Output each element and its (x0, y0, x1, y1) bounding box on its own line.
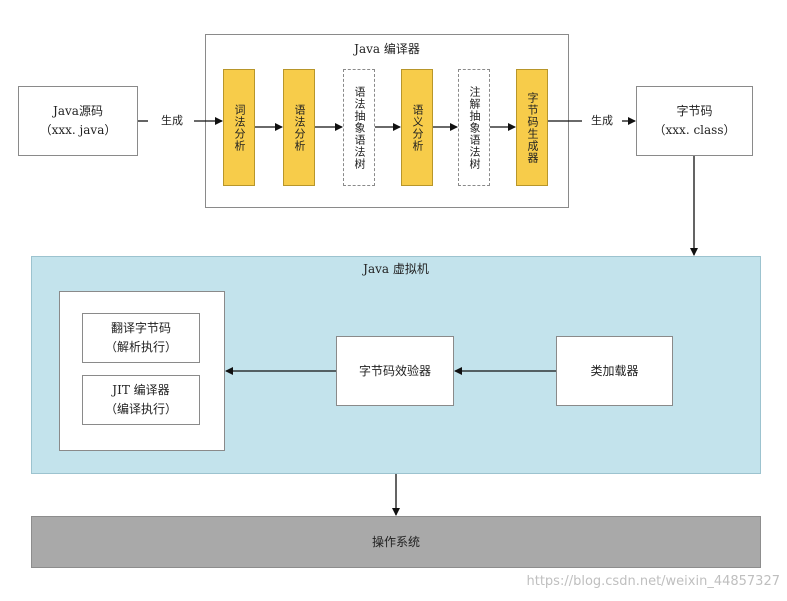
java-source-filename: （xxx. java） (39, 123, 117, 137)
stage-syntax-analysis: 语法分析 (283, 69, 315, 186)
os-bar: 操作系统 (31, 516, 761, 568)
bytecode-box: 字节码 （xxx. class） (636, 86, 753, 156)
jit-compiler-label: JIT 编译器 (112, 383, 170, 398)
stage-syntax-ast: 语法抽象语法树 (343, 69, 375, 186)
stage-bytecode-generator: 字节码生成器 (516, 69, 548, 186)
stage-annotated-ast: 注解抽象语法树 (458, 69, 490, 186)
interpreter-box: 翻译字节码 （解析执行） (82, 313, 200, 363)
stage-semantic-analysis: 语义分析 (401, 69, 433, 186)
bytecode-verifier-label: 字节码效验器 (358, 363, 431, 378)
jit-compiler-mode: （编译执行） (104, 402, 177, 416)
interpreter-mode: （解析执行） (104, 340, 177, 354)
jit-compiler-box: JIT 编译器 （编译执行） (82, 375, 200, 425)
class-loader-label: 类加载器 (590, 363, 639, 378)
interpreter-label: 翻译字节码 (110, 321, 171, 336)
stage-lexical-analysis: 词法分析 (223, 69, 255, 186)
java-source-label: Java源码 (53, 104, 103, 119)
os-label: 操作系统 (371, 534, 420, 549)
bytecode-filename: （xxx. class） (653, 123, 736, 137)
class-loader-box: 类加载器 (556, 336, 673, 406)
compiler-title: Java 编译器 (354, 42, 420, 56)
edge-label-generate-1: 生成 (150, 112, 194, 128)
edge-label-generate-2: 生成 (582, 112, 622, 128)
compiler-container (205, 34, 569, 208)
watermark: https://blog.csdn.net/weixin_44857327 (526, 574, 780, 589)
bytecode-label: 字节码 (676, 104, 713, 119)
jvm-title: Java 虚拟机 (363, 262, 429, 276)
java-source-box: Java源码 （xxx. java） (18, 86, 138, 156)
bytecode-verifier-box: 字节码效验器 (336, 336, 454, 406)
